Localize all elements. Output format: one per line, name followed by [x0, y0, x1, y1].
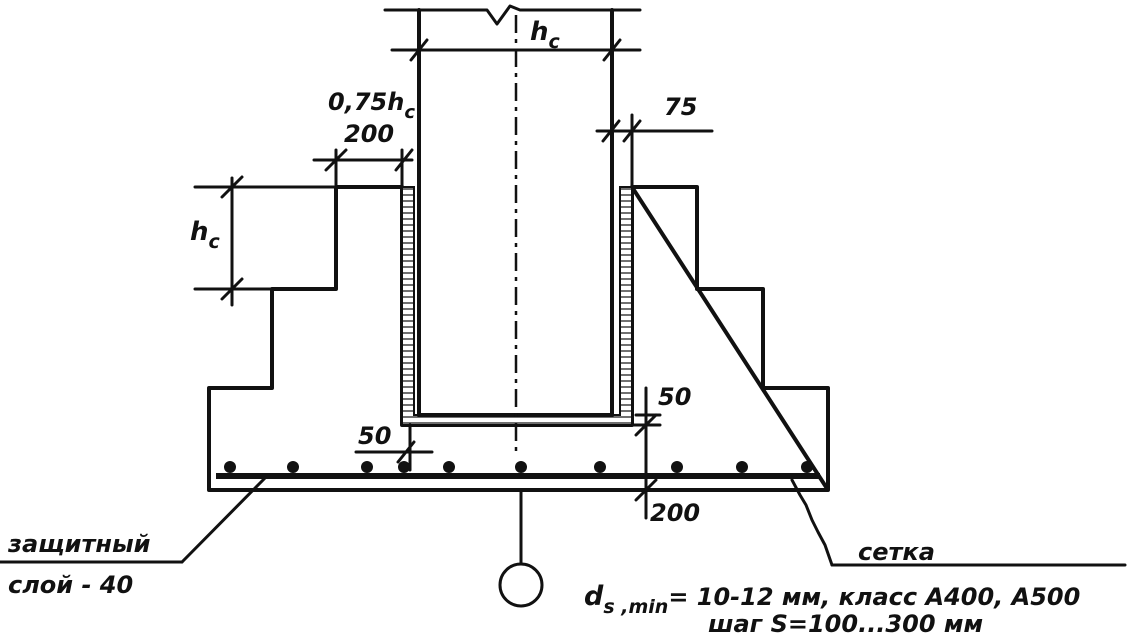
dim-anchorage-top — [312, 148, 414, 187]
dim-clear-75 — [595, 113, 714, 189]
rebar-dot — [736, 461, 748, 473]
cover-label-line1: защитный — [7, 530, 151, 558]
mesh-rebar-dots — [224, 461, 813, 473]
rebar-dot — [594, 461, 606, 473]
rebar-dot — [801, 461, 813, 473]
column-break-line — [383, 4, 642, 26]
mesh-label: сетка — [858, 538, 935, 566]
cover-label-line2: слой - 40 — [8, 571, 133, 599]
clear-50-left-label: 50 — [358, 422, 391, 450]
spec-line: ds ,min= 10-12 мм, класс А400, А500 — [584, 581, 1080, 618]
rebar-dot — [287, 461, 299, 473]
anchorage-top-label: 0,75hc — [328, 88, 415, 123]
clear-50-right-label: 50 — [658, 383, 691, 411]
dim-step-height — [193, 175, 338, 307]
clear-75-label: 75 — [664, 93, 697, 121]
rebar-dot — [671, 461, 683, 473]
step-height-label: hc — [190, 217, 221, 253]
load-circle — [498, 562, 544, 608]
foundation-outline — [207, 185, 830, 492]
rebar-dot — [361, 461, 373, 473]
spacing-line: шаг S=100...300 мм — [708, 610, 983, 636]
rebar-dot — [443, 461, 455, 473]
dim-column-width — [390, 38, 642, 62]
bottom-200-label: 200 — [650, 499, 700, 527]
column-width-label: hc — [530, 17, 561, 53]
dim-clear-50-left — [354, 423, 434, 472]
rebar-dot — [398, 461, 410, 473]
dim-right-vertical — [630, 386, 662, 520]
rebar-dot — [515, 461, 527, 473]
leader-cover — [0, 476, 267, 564]
socket-reinforcement — [401, 186, 633, 426]
rebar-dot — [224, 461, 236, 473]
leader-mesh — [790, 478, 1127, 567]
gap-200-label: 200 — [344, 120, 394, 148]
